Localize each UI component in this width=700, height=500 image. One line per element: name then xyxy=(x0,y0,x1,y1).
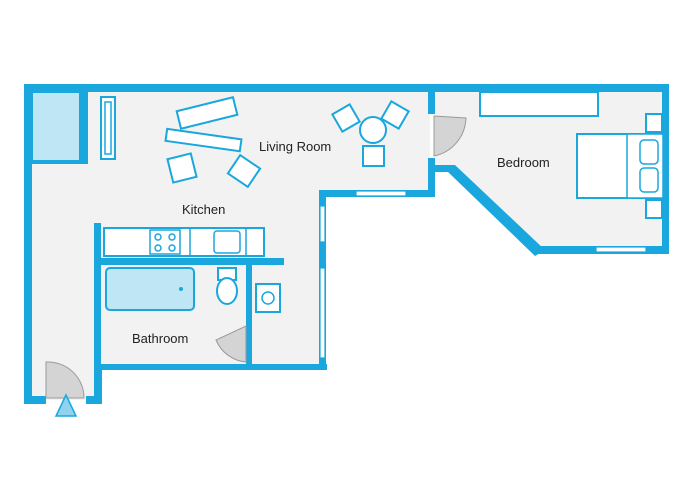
toilet-bowl xyxy=(216,277,238,305)
dining-chair-right xyxy=(379,99,411,131)
kitchen-label: Kitchen xyxy=(182,202,225,217)
storage-closet xyxy=(31,91,81,163)
pillow-bottom xyxy=(639,167,659,193)
closet-divider xyxy=(80,92,88,162)
pillow-top xyxy=(639,139,659,165)
bedroom-door xyxy=(433,115,467,157)
window-bedroom-bottom xyxy=(595,246,647,253)
nightstand-top xyxy=(645,113,663,133)
window-corridor-right-2 xyxy=(319,267,326,359)
sofa xyxy=(175,96,239,130)
coffee-table xyxy=(164,127,243,153)
triangle-up-icon xyxy=(54,393,78,417)
window-living-bottom xyxy=(355,190,407,197)
living-room-label: Living Room xyxy=(259,139,331,154)
dining-table xyxy=(359,116,387,144)
bathroom-fixtures xyxy=(105,267,281,313)
bedroom-furniture xyxy=(479,91,664,219)
living-room-furniture xyxy=(100,96,411,189)
dining-chair-left xyxy=(330,102,362,134)
kitchen-counter xyxy=(103,227,265,257)
doors xyxy=(45,115,467,399)
wardrobe xyxy=(479,91,599,117)
bathroom-label: Bathroom xyxy=(132,331,188,346)
bathtub xyxy=(105,267,195,311)
bathroom-door xyxy=(215,325,247,363)
armchair-left xyxy=(166,152,198,184)
stove xyxy=(149,229,181,255)
wall-shelf-inner xyxy=(104,101,112,155)
entrance-door xyxy=(45,361,85,399)
bedroom-floor xyxy=(435,90,662,248)
bedroom-label: Bedroom xyxy=(497,155,550,170)
windows xyxy=(319,190,647,359)
dining-chair-bottom xyxy=(362,145,385,167)
nightstand-bottom xyxy=(645,199,663,219)
window-corridor-right xyxy=(319,205,326,243)
armchair-right xyxy=(226,153,262,189)
kitchen-sink xyxy=(213,230,241,254)
